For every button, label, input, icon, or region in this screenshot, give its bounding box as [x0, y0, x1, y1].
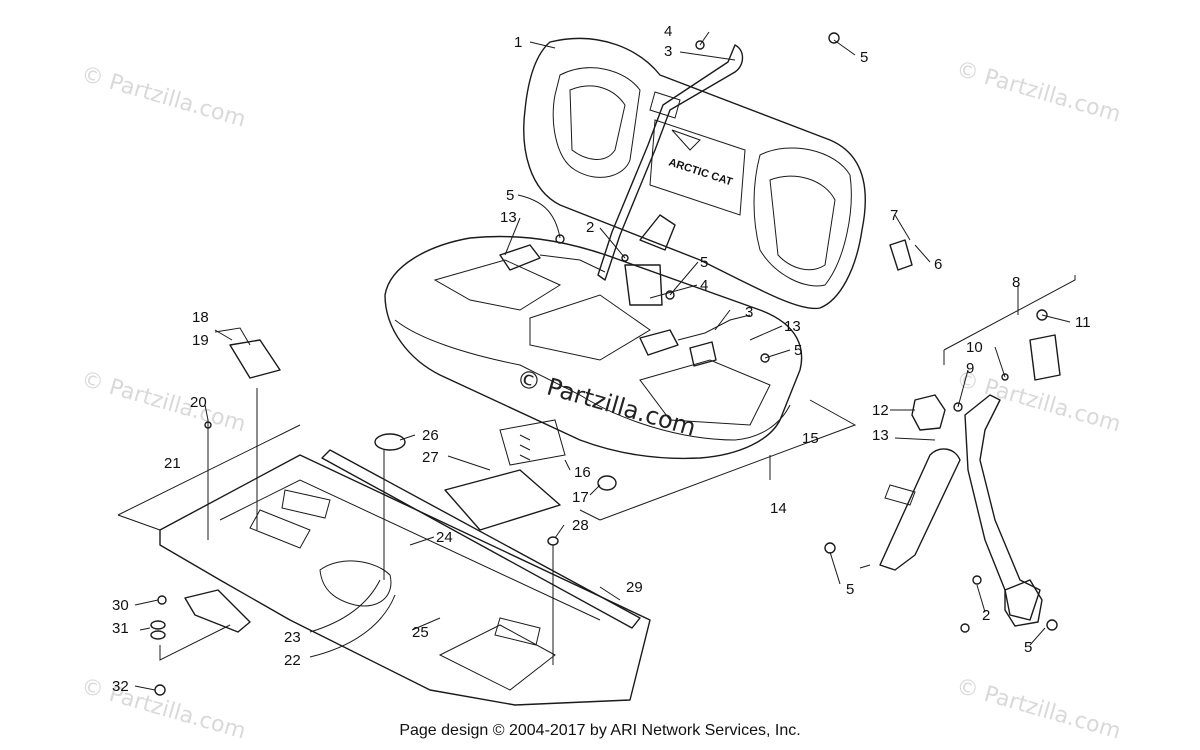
callout-26: 26: [422, 427, 439, 444]
watermark-mid-left: © Partzilla.com: [78, 367, 248, 438]
seat-belt-assembly-right: [879, 334, 1061, 627]
callout-25: 25: [412, 624, 429, 641]
callout-29: 29: [626, 579, 643, 596]
callout-14: 14: [770, 500, 787, 517]
callout-27: 27: [422, 449, 439, 466]
callout-13-left: 13: [500, 209, 517, 226]
watermarks: © Partzilla.com © Partzilla.com © Partzi…: [78, 57, 1123, 745]
callout-5-bottom-left: 5: [846, 581, 854, 598]
callout-18: 18: [192, 309, 209, 326]
callout-20: 20: [190, 394, 207, 411]
callout-5-top-right: 5: [860, 49, 868, 66]
callout-10: 10: [966, 339, 983, 356]
callout-21: 21: [164, 455, 181, 472]
callout-32: 32: [112, 678, 129, 695]
callout-5-bottom-right: 5: [1024, 639, 1032, 656]
small-parts: [150, 32, 1058, 696]
callout-31: 31: [112, 620, 129, 637]
watermark-mid-right: © Partzilla.com: [953, 367, 1123, 438]
callout-30: 30: [112, 597, 129, 614]
callout-8: 8: [1012, 274, 1020, 291]
callout-13-center: 13: [784, 318, 801, 335]
watermark-top-right: © Partzilla.com: [953, 57, 1123, 128]
callout-4-top: 4: [664, 23, 672, 40]
callout-2-bottom: 2: [982, 607, 990, 624]
callout-3-center: 3: [745, 304, 753, 321]
seat-logo: ARCTIC CAT: [667, 156, 734, 188]
callout-17: 17: [572, 489, 589, 506]
callout-7: 7: [890, 207, 898, 224]
callout-22: 22: [284, 652, 301, 669]
page-footer: Page design © 2004-2017 by ARI Network S…: [399, 722, 801, 739]
watermark-top-left: © Partzilla.com: [78, 62, 248, 133]
callout-23: 23: [284, 629, 301, 646]
callout-15: 15: [802, 430, 819, 447]
group-brackets: [117, 275, 1076, 531]
callout-1: 1: [514, 34, 522, 51]
callout-28: 28: [572, 517, 589, 534]
callout-12: 12: [872, 402, 889, 419]
seat-cushion: [384, 235, 803, 460]
seat-belt-assembly-left: [499, 44, 751, 367]
floor-tray: [159, 449, 651, 706]
callout-13-right: 13: [872, 427, 889, 444]
callout-24: 24: [436, 529, 453, 546]
callout-19: 19: [192, 332, 209, 349]
callout-3-top: 3: [664, 43, 672, 60]
callout-11: 11: [1075, 314, 1091, 331]
callouts: 1 3 4 5 5 13 2 5 4 3 13 5 7 6 8 11 10 9 …: [112, 23, 1091, 695]
leader-lines: [134, 31, 1071, 691]
callout-4-center: 4: [700, 277, 708, 294]
callout-5-center: 5: [700, 254, 708, 271]
seat-backrest: ARCTIC CAT: [523, 37, 866, 310]
callout-5-center-right: 5: [794, 342, 802, 359]
callout-9: 9: [966, 360, 974, 377]
callout-5-left: 5: [506, 187, 514, 204]
callout-2-center: 2: [586, 219, 594, 236]
callout-16: 16: [574, 464, 591, 481]
callout-6: 6: [934, 256, 942, 273]
